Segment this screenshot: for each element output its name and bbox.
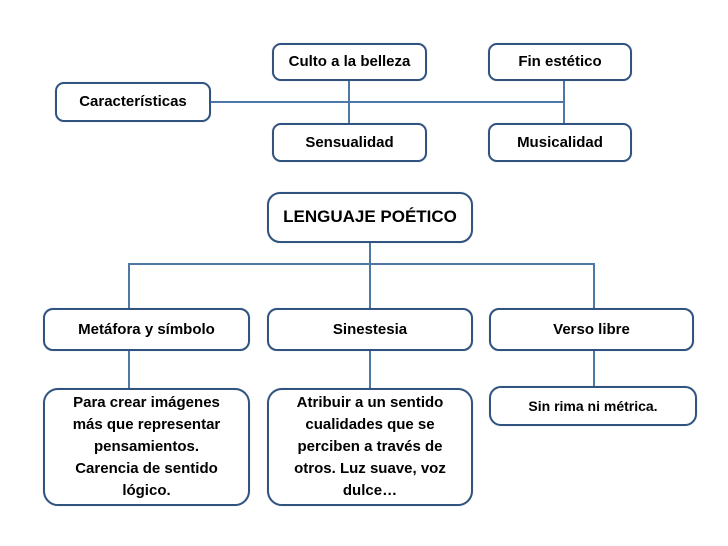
connector-sinestesia-desc [369,351,371,388]
node-sinestesia-description: Atribuir a un sentido cualidades que se … [267,388,473,506]
node-sinestesia-label: Sinestesia [332,320,408,338]
node-sensualidad: Sensualidad [272,123,427,162]
connector-drop-sinestesia [369,263,371,308]
connector-verso-desc [593,351,595,388]
node-verso-libre-description: Sin rima ni métrica. [489,386,697,426]
connector-fin-musicalidad [563,81,565,123]
node-culto-a-la-belleza: Culto a la belleza [272,43,427,81]
node-culto-label: Culto a la belleza [288,53,411,70]
connector-titulo-stub [369,243,371,265]
node-verso-libre: Verso libre [489,308,694,351]
node-metafora-y-simbolo: Metáfora y símbolo [43,308,250,351]
connector-metafora-desc [128,351,130,388]
node-fin-estetico-label: Fin estético [518,53,602,70]
node-sinestesia-description-text: Atribuir a un sentido cualidades que se … [294,394,446,499]
connector-main-horizontal [128,263,595,265]
node-musicalidad-label: Musicalidad [517,133,603,151]
node-verso-libre-description-text: Sin rima ni métrica. [528,397,658,414]
node-metafora-label: Metáfora y símbolo [78,320,215,338]
node-metafora-description: Para crear imágenes más que representar … [43,388,250,506]
node-lenguaje-poetico-label: LENGUAJE POÉTICO [283,207,457,227]
node-fin-estetico: Fin estético [488,43,632,81]
node-metafora-description-text: Para crear imágenes más que representar … [72,394,221,499]
node-musicalidad: Musicalidad [488,123,632,162]
node-lenguaje-poetico: LENGUAJE POÉTICO [267,192,473,243]
node-sinestesia: Sinestesia [267,308,473,351]
connector-culto-sensualidad [348,81,350,123]
connector-drop-verso [593,263,595,308]
connector-caracteristicas-horizontal [211,101,565,103]
node-caracteristicas-label: Características [79,93,187,110]
node-sensualidad-label: Sensualidad [305,133,394,151]
node-verso-libre-label: Verso libre [553,320,630,338]
node-caracteristicas: Características [55,82,211,122]
connector-drop-metafora [128,263,130,308]
